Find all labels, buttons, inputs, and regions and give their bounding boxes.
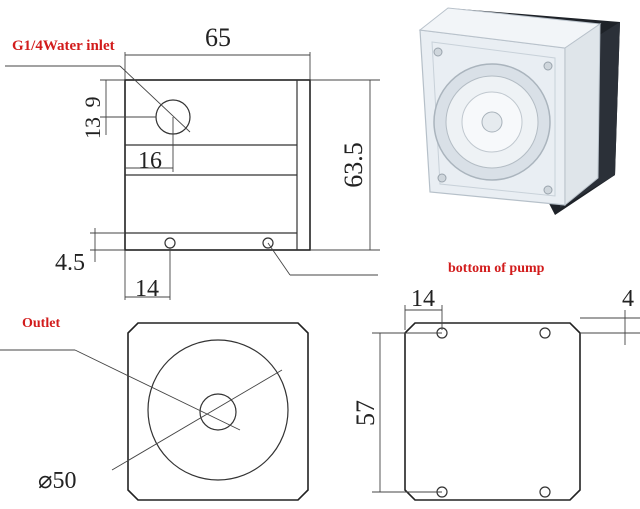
dim-bottom-hole-x: 14 <box>411 286 435 312</box>
outlet-circle <box>199 393 237 431</box>
screw-icon <box>437 173 447 183</box>
mount-hole <box>262 237 274 249</box>
bottom-view: 14 4 57 <box>351 286 640 501</box>
label-water-inlet: G1/4Water inlet <box>12 38 115 54</box>
outer-ring <box>147 339 289 481</box>
outlet-view-outline <box>127 322 309 501</box>
top-view: 65 G1/4Water inlet 9 13 16 63.5 4.5 14 <box>5 23 380 302</box>
label-bottom-of-pump: bottom of pump <box>448 261 545 276</box>
dim-top-width: 65 <box>205 23 231 52</box>
screw-icon <box>433 47 443 57</box>
screw-icon <box>543 185 553 195</box>
mount-hole <box>539 486 551 498</box>
dim-bottom-height: 57 <box>351 400 380 426</box>
dim-hole-x: 14 <box>135 276 159 302</box>
pump-photo <box>418 7 620 215</box>
dim-height: 63.5 <box>339 142 368 188</box>
label-outlet: Outlet <box>22 316 60 331</box>
screw-icon <box>543 61 553 71</box>
dim-bottom-hole-right: 4 <box>622 286 634 312</box>
outlet-view: Outlet ⌀50 <box>0 316 309 501</box>
dim-inlet-x: 16 <box>138 148 162 174</box>
top-view-outline <box>124 79 311 251</box>
bottom-view-outline <box>404 322 581 501</box>
dim-inlet-y: 9 <box>80 97 105 108</box>
dim-diameter: ⌀50 <box>38 468 76 494</box>
mount-hole <box>164 237 176 249</box>
mount-hole <box>539 327 551 339</box>
dim-inlet-y2: 13 <box>80 117 105 139</box>
dim-hole-y: 4.5 <box>55 250 85 276</box>
